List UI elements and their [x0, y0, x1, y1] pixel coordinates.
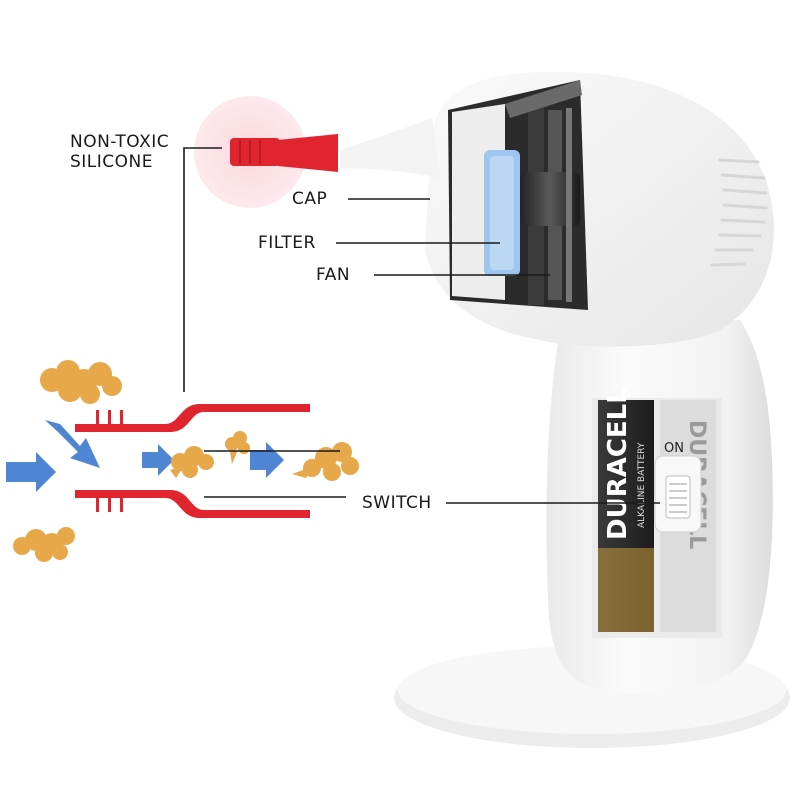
fan-icon — [520, 100, 580, 305]
silicone-label-line1: NON-TOXIC — [70, 132, 170, 152]
arrow-icon — [142, 444, 174, 476]
silicone-label-line2: SILICONE — [70, 152, 153, 172]
leader-lines — [183, 147, 660, 504]
debris-icon — [13, 527, 75, 562]
airway-diagram — [6, 360, 359, 562]
arrow-icon — [250, 442, 284, 478]
cutaway-interior — [448, 80, 588, 310]
airway-bottom-wall — [75, 490, 310, 518]
battery-brand: DURACELL — [603, 387, 633, 540]
power-switch[interactable] — [654, 455, 702, 533]
debris-icon — [292, 442, 359, 481]
vent-slots — [710, 158, 768, 267]
debris-icon — [170, 446, 214, 478]
switch-label: SWITCH — [362, 493, 432, 513]
silicone-tip — [230, 134, 338, 172]
switch-on-label: ON — [664, 441, 684, 456]
battery-type: ALKALINE BATTERY — [637, 442, 647, 528]
debris-icon — [40, 360, 122, 404]
debris-icon — [225, 431, 250, 464]
cap-label: CAP — [292, 189, 328, 209]
silicone-label: NON-TOXIC SILICONE — [70, 132, 169, 172]
arrow-icon-diagonal — [45, 420, 100, 468]
filter-label: FILTER — [258, 233, 316, 253]
nozzle — [340, 118, 440, 178]
silicone-leader — [183, 147, 222, 392]
fan-label: FAN — [316, 265, 351, 285]
arrow-icon — [6, 452, 56, 492]
airway-top-wall — [75, 404, 310, 432]
battery-window: DURACELL ALKALINE BATTERY DURACELL — [592, 387, 722, 638]
